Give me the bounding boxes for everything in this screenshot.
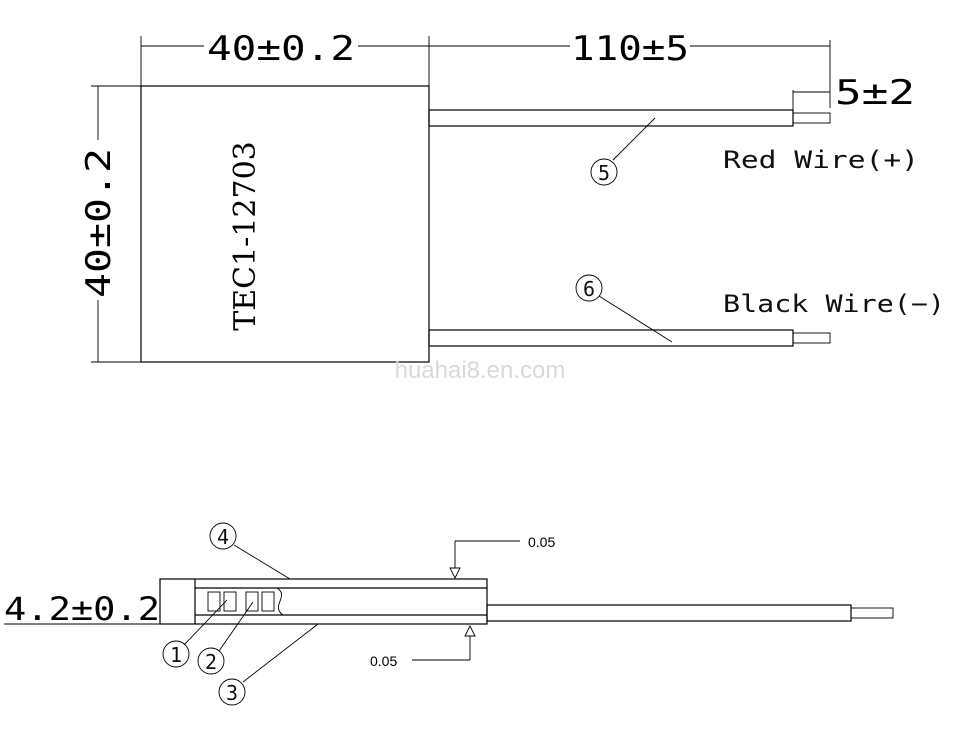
lead-length-dimension: 110±5 [429,29,831,108]
flatness-bottom: 0.05 [370,624,476,669]
callout-3: 3 [218,623,319,706]
callout-1: 1 [162,599,228,668]
module-body [140,85,430,363]
flatness-top: 0.05 [449,534,555,580]
callout-5-text: 5 [598,161,610,185]
width-dimension: 40±0.2 [140,29,430,110]
callout-3-text: 3 [226,681,238,705]
callout-1-text: 1 [170,643,182,667]
callout-6: 6 [575,274,673,343]
callout-4-text: 4 [217,525,229,549]
height-dimension: 40±0.2 [79,85,141,363]
callout-2-text: 2 [205,650,217,674]
callout-2: 2 [197,601,254,675]
callout-4: 4 [209,522,291,580]
thickness-dim-text: 4.2±0.2 [4,590,160,628]
strip-length-dim-text: 5±2 [835,73,915,113]
callout-5: 5 [590,117,656,186]
watermark: huahai8.en.com [395,357,566,384]
pellets [207,591,275,612]
height-dim-text: 40±0.2 [79,148,119,298]
black-wire [428,329,831,347]
strip-length-dimension: 5±2 [792,73,915,113]
side-wire [486,604,894,622]
side-view: 4.2±0.2 0.05 [4,522,894,706]
width-dim-text: 40±0.2 [207,29,355,69]
top-view: TEC1-12703 40±0.2 40±0.2 110±5 [79,29,945,384]
thickness-dimension: 4.2±0.2 [4,579,161,628]
side-body [159,578,488,625]
black-wire-label: Black Wire(−) [723,290,945,318]
flatness-bottom-text: 0.05 [370,653,397,669]
module-label: TEC1-12703 [228,141,263,331]
callout-6-text: 6 [583,277,595,301]
lead-length-dim-text: 110±5 [571,29,689,69]
flatness-top-text: 0.05 [528,534,555,550]
red-wire [428,109,831,127]
red-wire-label: Red Wire(+) [723,146,919,174]
